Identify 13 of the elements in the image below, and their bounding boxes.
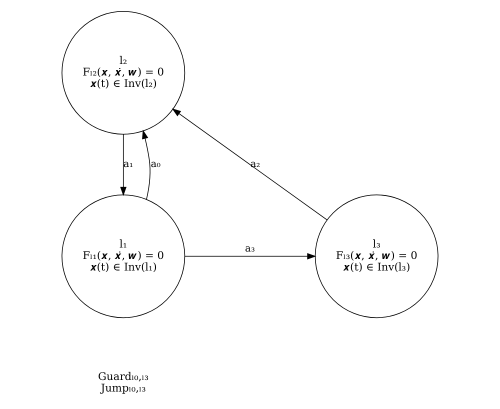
edge-label: a₀: [150, 159, 161, 170]
edge-label: a₁: [123, 159, 134, 170]
arrow: [142, 130, 150, 200]
arrow: [120, 134, 127, 196]
arrow: [184, 253, 316, 260]
edge-label: a₂: [250, 159, 260, 170]
label: Guardₗ₀,ₗ₃: [98, 370, 149, 384]
edge-label: a₃: [245, 243, 255, 254]
node-circle: l₂ Fₗ₂(𝒙, 𝒙̇, 𝒘) = 0 𝒙(t) ∈ Inv(l₂): [62, 11, 186, 135]
node-circle: l₃ Fₗ₃(𝒙, 𝒙̇, 𝒘) = 0 𝒙(t) ∈ Inv(l₃): [314, 194, 438, 318]
node-circle: l₁ Fₗ₁(𝒙, 𝒙̇, 𝒘) = 0 𝒙(t) ∈ Inv(l₁): [62, 194, 186, 318]
arrow: [172, 108, 328, 220]
label: Jumpₗ₀,ₗ₃: [100, 382, 146, 395]
